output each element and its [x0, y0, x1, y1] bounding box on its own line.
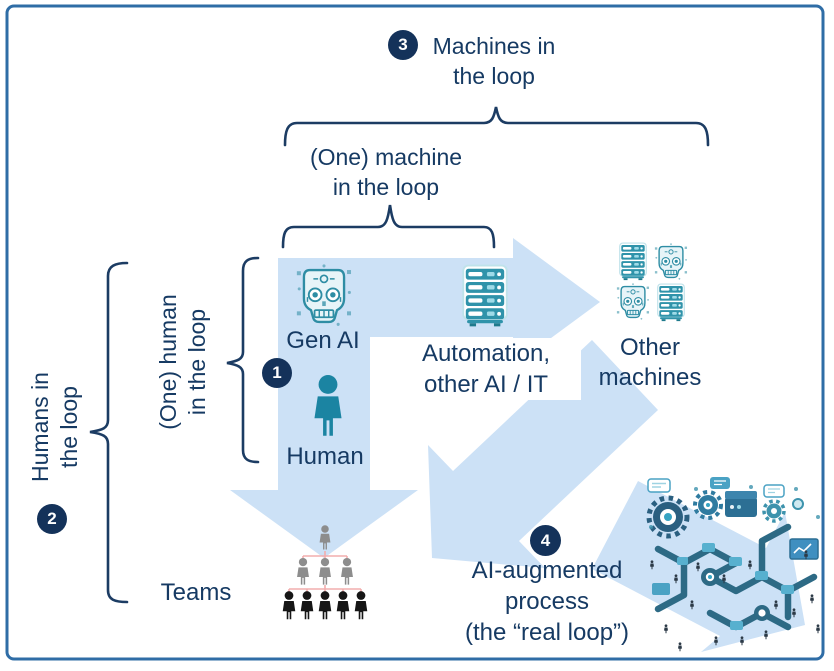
machine-box-icon [725, 491, 757, 517]
badge-2: 2 [37, 504, 67, 534]
one-machine-line2: in the loop [332, 174, 440, 200]
automation-line2: other AI / IT [423, 371, 549, 398]
brace-one-machine-in-the-loop [281, 204, 496, 249]
one-human-line1: (One) human [155, 294, 181, 430]
machines-line1: Machines in [432, 33, 556, 59]
other-machines-line1: Other [619, 334, 681, 361]
machines-line2: the loop [453, 63, 535, 89]
badge-4: 4 [530, 525, 561, 556]
other-machines-line2: machines [598, 364, 702, 391]
one-machine-in-the-loop-label: (One) machine in the loop [286, 142, 486, 202]
process-line3: (the “real loop”) [464, 619, 630, 646]
screen-icon [789, 538, 819, 560]
ai-augmented-process-label: AI-augmented process (the “real loop”) [436, 555, 658, 648]
one-human-in-the-loop-label: (One) human in the loop [154, 294, 212, 430]
machines-in-the-loop-label: Machines in the loop [394, 31, 594, 91]
servers-and-robot-heads-grid-icon [616, 242, 688, 322]
other-machines-label: Other machines [575, 333, 725, 393]
gen-ai-label: Gen AI [286, 327, 360, 354]
automation-label: Automation, other AI / IT [391, 338, 581, 400]
process-line2: process [504, 588, 590, 615]
automation-line1: Automation, [421, 340, 551, 367]
badge-1: 1 [262, 358, 292, 388]
humans-line1: Humans in [27, 372, 53, 482]
humans-line2: the loop [56, 386, 82, 468]
server-rack-icon [462, 264, 508, 328]
brace-machines-in-the-loop [283, 106, 710, 147]
brace-humans-in-the-loop [89, 261, 129, 604]
brace-one-human-in-the-loop [226, 256, 260, 464]
human-label: Human [286, 443, 364, 470]
one-machine-line1: (One) machine [309, 144, 463, 170]
org-chart-people-icon [282, 525, 368, 620]
speech-bubble-icon [647, 477, 785, 498]
gear-icon [646, 490, 804, 539]
one-human-line2: in the loop [184, 308, 210, 416]
teams-label: Teams [160, 579, 232, 606]
badge-3: 3 [388, 30, 418, 60]
humans-in-the-loop-label: Humans in the loop [26, 372, 84, 482]
frame-border [5, 4, 825, 661]
braces [89, 106, 710, 604]
process-line1: AI-augmented [471, 557, 623, 584]
arrow-down-left [428, 340, 658, 568]
ai-factory-process-illustration [646, 477, 820, 652]
